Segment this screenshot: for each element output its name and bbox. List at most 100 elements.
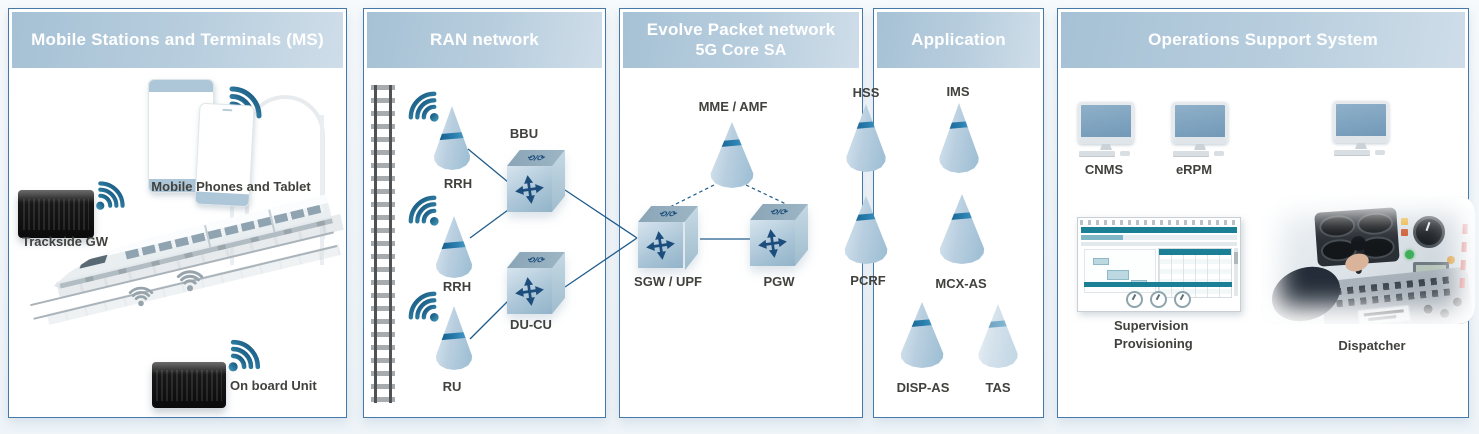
wifi-icon: [408, 195, 439, 226]
ru-label: RU: [442, 379, 462, 394]
supervision-toolbar: [1080, 220, 1238, 225]
supervision-scrollbar: [1234, 248, 1238, 296]
rrh1-label: RRH: [443, 176, 473, 191]
computer-mouse: [1375, 150, 1385, 155]
panel-5g-core-header: Evolve Packet network 5G Core SA: [623, 12, 859, 68]
green-button: [1405, 250, 1414, 259]
panel-ran-network-header: RAN network: [367, 12, 602, 68]
four-way-arrows-icon: [646, 230, 675, 260]
supervision-label-line2: Provisioning: [1114, 336, 1193, 351]
wifi-icon: [176, 270, 204, 292]
desktop-computer-erpm: [1171, 102, 1229, 156]
amber-button: [1447, 256, 1455, 264]
cube-front-face: [507, 166, 552, 212]
ims-label: IMS: [946, 84, 970, 99]
rrh2-label: RRH: [442, 279, 472, 294]
disp-as-label: DISP-AS: [896, 380, 950, 395]
erpm-label: eRPM: [1175, 162, 1213, 177]
computer-keyboard: [1334, 150, 1370, 155]
flow-node: [1093, 258, 1109, 265]
onboard-unit-label: On board Unit: [230, 378, 317, 393]
tas-label: TAS: [985, 380, 1011, 395]
supervision-label-line1: Supervision: [1114, 318, 1189, 333]
dispatcher-cab-photo: [1261, 196, 1475, 324]
bbu-label: BBU: [509, 126, 539, 141]
router-cube-sgw-upf: ⟲/⟳: [638, 206, 698, 270]
onboard-unit-box: [152, 362, 226, 408]
supervision-app-screenshot: [1077, 217, 1241, 312]
indicator-light: [1401, 229, 1408, 236]
sgw-upf-label: SGW / UPF: [634, 274, 702, 289]
panel-5g-core-title-line1: Evolve Packet network: [646, 20, 836, 40]
label-plate: [1357, 304, 1411, 324]
wifi-icon: [228, 339, 261, 372]
pcrf-label: PCRF: [850, 273, 886, 288]
supervision-bottom-bar: [1084, 282, 1232, 287]
cube-top-face: ⟲/⟳: [750, 204, 808, 220]
computer-mouse: [1120, 151, 1130, 156]
panel-mobile-stations-title: Mobile Stations and Terminals (MS): [31, 30, 324, 50]
control-knob: [1452, 297, 1463, 308]
mme-amf-label: MME / AMF: [698, 99, 768, 114]
instrument-cluster: [1314, 207, 1400, 267]
computer-screen: [1078, 102, 1134, 144]
wifi-icon: [408, 291, 439, 322]
panel-mobile-stations-header: Mobile Stations and Terminals (MS): [12, 12, 343, 68]
supervision-gauges: [1126, 291, 1191, 308]
cube-right-face: [552, 252, 565, 314]
wifi-icon: [408, 91, 439, 122]
joystick-lever: [1355, 247, 1365, 275]
indicator-light: [1401, 218, 1408, 225]
lcd-display: [1413, 262, 1449, 275]
computer-screen: [1172, 102, 1228, 144]
computer-keyboard: [1079, 151, 1115, 156]
computer-stand: [1355, 143, 1367, 149]
trackside-gw-label: Trackside GW: [22, 234, 108, 249]
panel-oss-header: Operations Support System: [1061, 12, 1465, 68]
driver-hand: [1342, 250, 1372, 275]
computer-stand: [1194, 144, 1206, 150]
ducu-label: DU-CU: [510, 317, 552, 332]
panel-5g-core-title-line2: 5G Core SA: [695, 41, 787, 59]
railway-track-icon: [371, 85, 395, 403]
computer-mouse: [1214, 151, 1224, 156]
cube-top-glyph: ⟲/⟳: [657, 209, 680, 218]
cube-front-face: [638, 222, 683, 268]
supervision-titlebar: [1081, 227, 1237, 233]
supervision-table: [1158, 248, 1232, 298]
panel-ran-network: RAN network: [363, 8, 606, 418]
station-post: [320, 115, 324, 265]
red-light-strip: [1459, 223, 1468, 297]
computer-screen: [1333, 101, 1389, 143]
gauge-dial: [1150, 291, 1167, 308]
supervision-tabs: [1081, 235, 1237, 240]
cube-top-glyph: ⟲/⟳: [525, 255, 548, 264]
computer-stand: [1100, 144, 1112, 150]
control-console: [1320, 266, 1474, 324]
wifi-icon: [96, 181, 125, 210]
supervision-filter-strip: [1081, 242, 1237, 246]
control-knob: [1423, 304, 1434, 315]
cube-right-face: [795, 204, 808, 266]
dispatcher-label: Dispatcher: [1338, 338, 1406, 353]
gauge-dial: [1174, 291, 1191, 308]
four-way-arrows-icon: [515, 174, 544, 204]
gauge-dial: [1126, 291, 1143, 308]
desktop-computer-cnms: [1077, 102, 1135, 156]
router-cube-ducu: ⟲/⟳: [507, 252, 565, 314]
desktop-computer-dispatcher: [1332, 101, 1390, 155]
cube-top-face: ⟲/⟳: [638, 206, 698, 222]
cube-top-glyph: ⟲/⟳: [768, 207, 791, 216]
wifi-icon: [128, 286, 154, 307]
joystick-knob: [1351, 236, 1366, 251]
computer-keyboard: [1173, 151, 1209, 156]
control-knob: [1439, 308, 1450, 319]
router-cube-pgw: ⟲/⟳: [750, 204, 808, 266]
mobile-phones-label: Mobile Phones and Tablet: [151, 179, 311, 194]
mcx-as-label: MCX-AS: [935, 276, 987, 291]
hss-label: HSS: [852, 85, 880, 100]
cube-front-face: [750, 220, 795, 266]
panel-application-header: Application: [877, 12, 1040, 68]
cube-top-face: ⟲/⟳: [507, 150, 565, 166]
